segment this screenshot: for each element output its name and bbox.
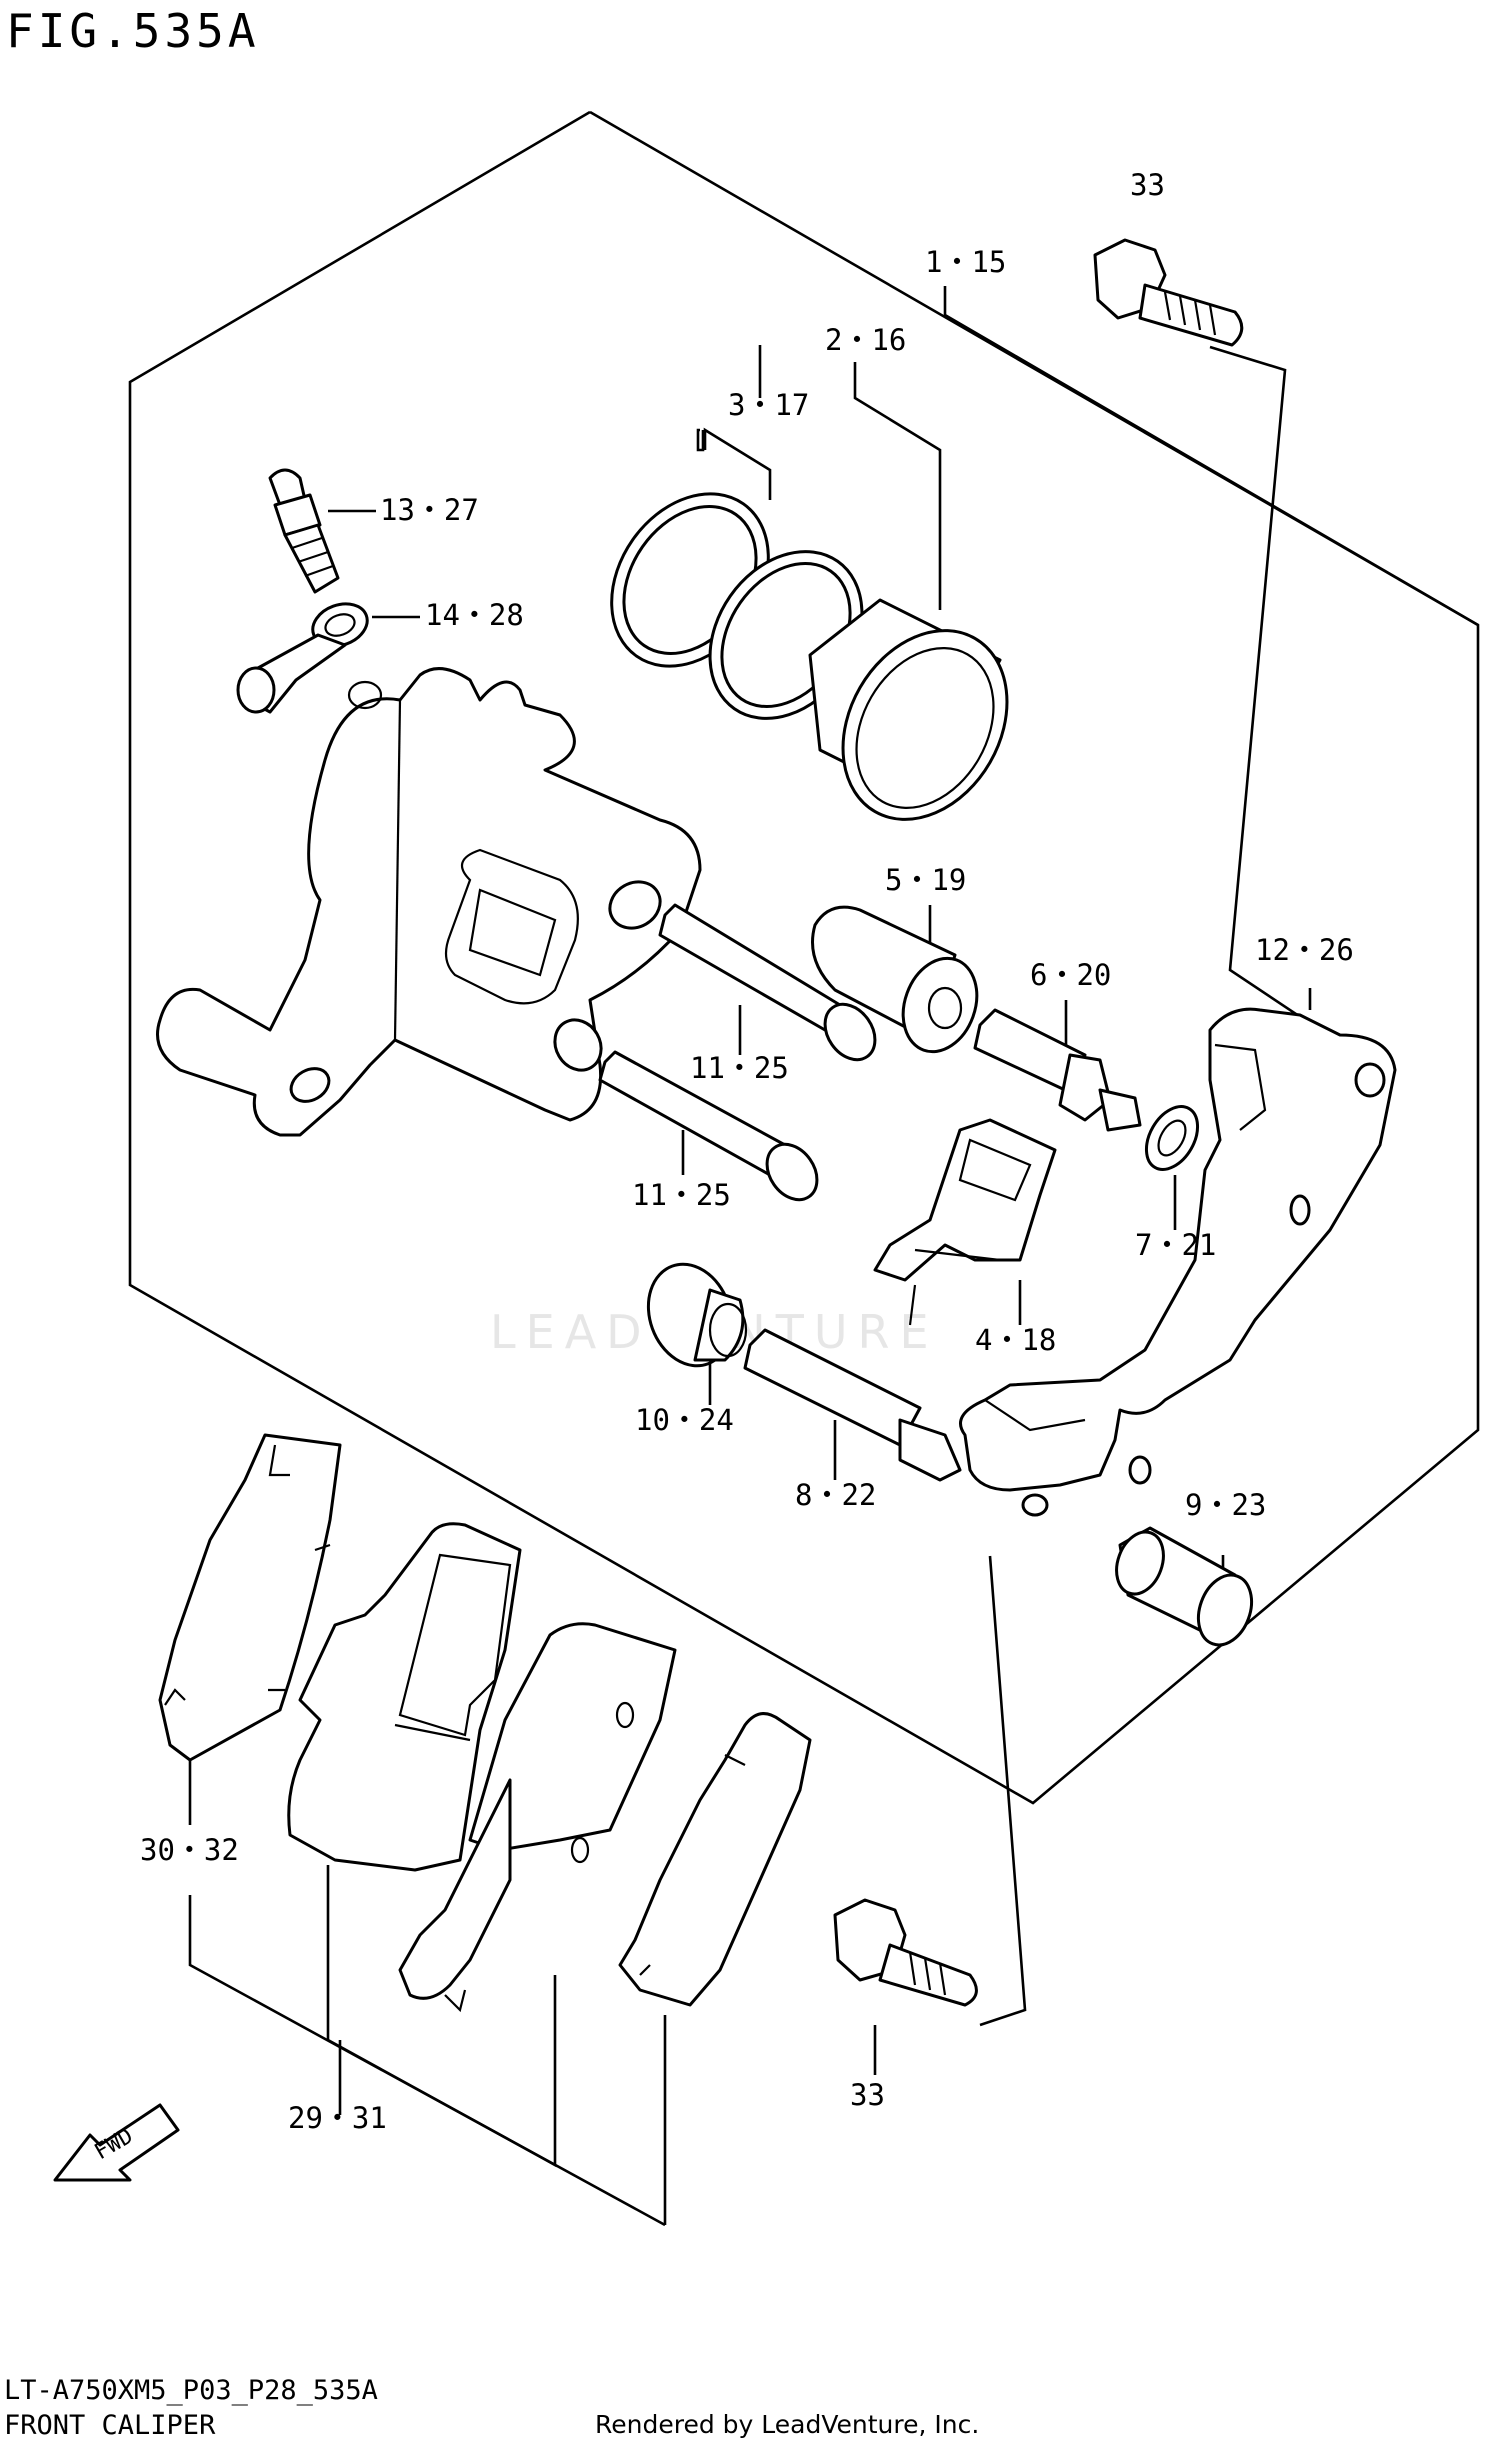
caliper-piston [808,598,1009,821]
leader-1-15 [943,286,1479,627]
flange-bolt-bottom [833,1898,978,2007]
credit-text: Rendered by LeadVenture, Inc. [595,2410,980,2439]
callout-1-15: 1・15 [925,245,1006,279]
callout-33-bottom: 33 [850,2078,885,2112]
leader-29-31 [326,1865,557,2168]
callout-30-32: 30・32 [140,1833,239,1867]
brake-pad-outer [158,1433,342,1762]
slide-pin-lower [598,1050,819,1202]
bleeder-screw [268,468,340,594]
callout-4-18: 4・18 [975,1323,1056,1357]
fwd-arrow-icon: FWD [53,2103,180,2182]
callout-11-25-b: 11・25 [632,1178,731,1212]
slide-pin-upper [658,903,877,1062]
callout-13-27: 13・27 [380,493,479,527]
flange-bolt-top [1093,238,1244,347]
leader-2-16 [853,362,942,610]
leader-33-bottom [979,1555,1027,2027]
sleeve [1115,1526,1254,1647]
brake-pad-right [618,1712,812,2007]
diagram-name: FRONT CALIPER [4,2410,216,2441]
callout-7-21: 7・21 [1135,1228,1216,1262]
pin-boot [811,905,979,1054]
callout-10-24: 10・24 [635,1403,734,1437]
leader-3-17 [703,427,772,500]
bleeder-cap [236,602,369,714]
callout-29-31: 29・31 [288,2101,387,2135]
figure-title: FIG.535A [6,4,260,58]
callout-3-17: 3・17 [728,388,809,422]
leader-33-top [1209,345,1321,1032]
washer [1144,1105,1200,1171]
caliper-body [156,667,702,1137]
callout-6-20: 6・20 [1030,958,1111,992]
pin-boot-lower [646,1262,748,1368]
leader-3-17-left [696,428,705,452]
diagram-code: LT-A750XM5_P03_P28_535A [4,2375,378,2406]
callout-14-28: 14・28 [425,598,524,632]
callout-8-22: 8・22 [795,1478,876,1512]
callout-11-25-a: 11・25 [690,1051,789,1085]
caliper-pin-bolt [973,1008,1142,1132]
brake-pad-inner [287,1522,677,2013]
caliper-bracket [959,1007,1397,1517]
callout-9-23: 9・23 [1185,1488,1266,1522]
slide-pin-bracket [743,1328,962,1482]
pad-spring [873,1118,1057,1326]
callout-12-26: 12・26 [1255,933,1354,967]
callout-5-19: 5・19 [885,863,966,897]
callout-2-16: 2・16 [825,323,906,357]
callout-33-top: 33 [1130,168,1165,202]
